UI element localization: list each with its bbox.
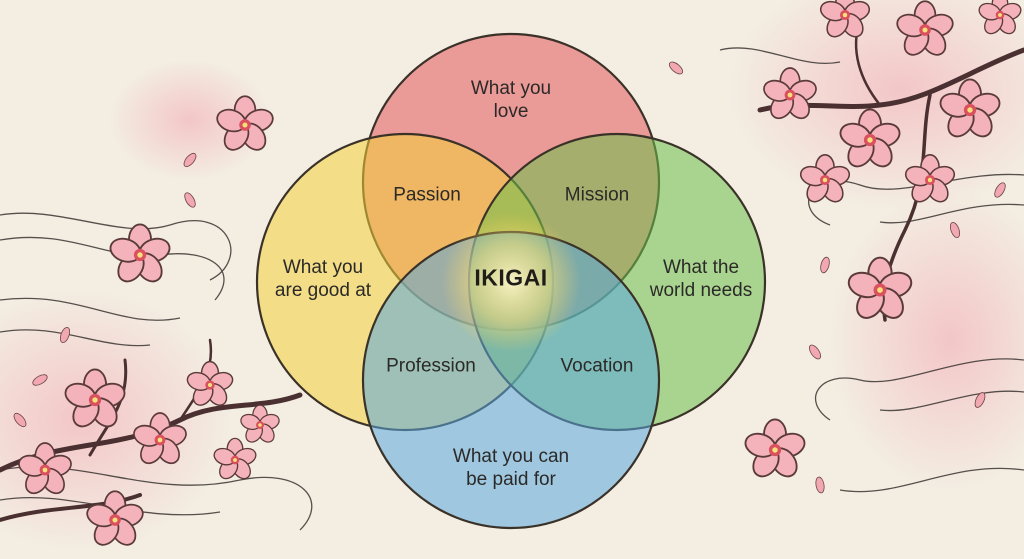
label-vocation: Vocation <box>560 355 634 377</box>
label-passion: Passion <box>393 184 461 206</box>
center-glow <box>441 212 581 352</box>
label-what-you-are-good-at: What you are good at <box>274 257 372 301</box>
swirl-lines <box>0 47 1024 531</box>
label-profession: Profession <box>386 355 476 377</box>
label-what-you-can-be-paid-for: What you can be paid for <box>452 446 570 490</box>
label-what-the-world-needs: What the world needs <box>649 257 753 301</box>
label-what-you-love: What you love <box>470 78 552 122</box>
label-ikigai-center: IKIGAI <box>474 264 548 291</box>
label-mission: Mission <box>564 184 630 206</box>
